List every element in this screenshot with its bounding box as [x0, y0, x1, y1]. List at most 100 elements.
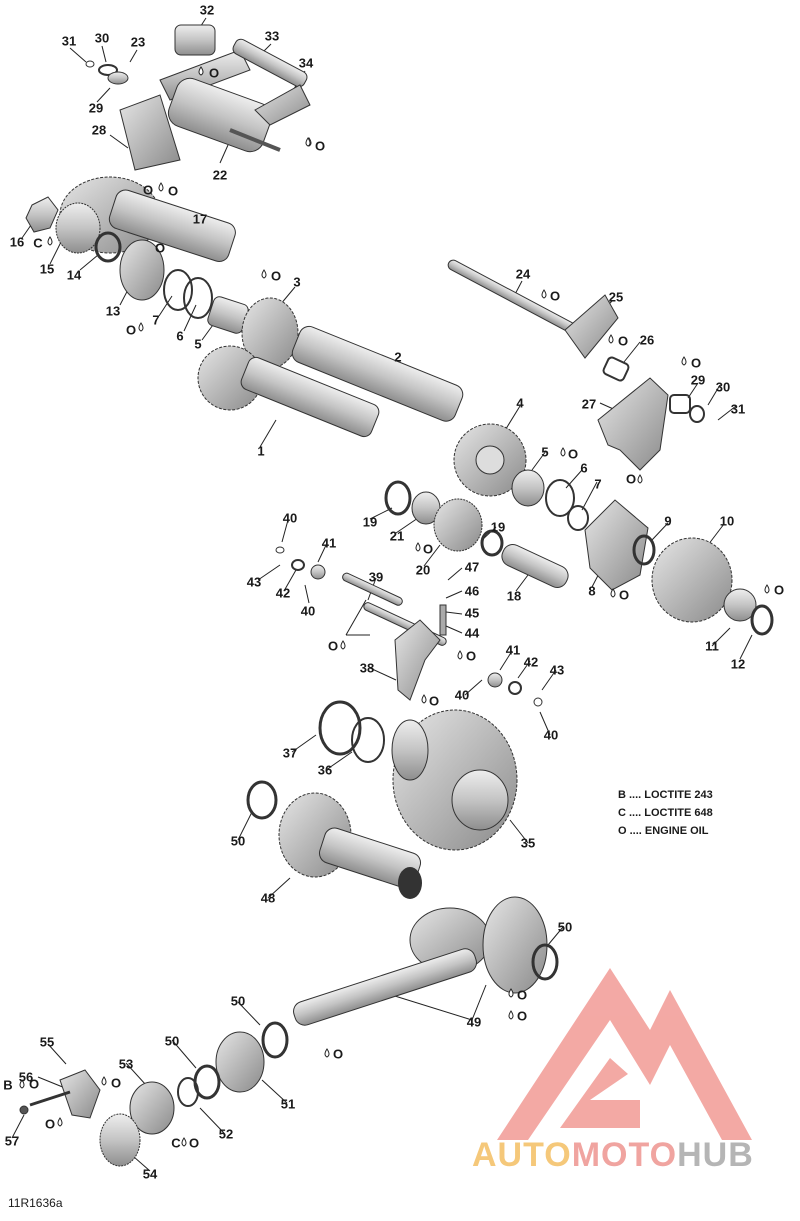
callout-1: 1: [257, 443, 265, 459]
callout-29b: 29: [690, 372, 706, 388]
callout-30: 30: [94, 30, 110, 46]
callout-10: 10: [719, 513, 735, 529]
callout-9: 9: [664, 513, 672, 529]
callout-50d: 50: [164, 1033, 180, 1049]
callout-21: 21: [389, 528, 405, 544]
callout-43: 43: [246, 574, 262, 590]
callout-57: 57: [4, 1133, 20, 1149]
callout-42b: 42: [523, 654, 539, 670]
oil-marker: O: [332, 1046, 344, 1062]
oil-marker: O: [110, 1075, 122, 1091]
callout-44: 44: [464, 625, 480, 641]
oil-marker: O: [690, 355, 702, 371]
callout-30b: 30: [715, 379, 731, 395]
watermark-moto: MOTO: [571, 1136, 678, 1174]
callout-36: 36: [317, 762, 333, 778]
callout-56: 56: [18, 1069, 34, 1085]
oil-marker: O: [567, 446, 579, 462]
callout-40b: 40: [300, 603, 316, 619]
callout-11: 11: [705, 638, 719, 654]
callout-47: 47: [464, 559, 480, 575]
callout-35: 35: [520, 835, 536, 851]
callout-25: 25: [608, 289, 624, 305]
oil-marker: O: [188, 1135, 200, 1151]
oil-marker: O: [314, 138, 326, 154]
callout-7: 7: [152, 312, 160, 328]
callout-18: 18: [506, 588, 522, 604]
callout-43b: 43: [549, 662, 565, 678]
callout-3: 3: [293, 274, 301, 290]
oil-marker: O: [142, 182, 154, 198]
callout-4: 4: [516, 395, 524, 411]
oil-marker: O: [516, 987, 528, 1003]
oil-marker: O: [625, 471, 637, 487]
callout-23: 23: [130, 34, 146, 50]
oil-marker: O: [549, 288, 561, 304]
callout-29: 29: [88, 100, 104, 116]
callout-5b: 5: [541, 444, 549, 460]
callout-40: 40: [282, 510, 298, 526]
callout-55: 55: [39, 1034, 55, 1050]
callout-19: 19: [362, 514, 378, 530]
callout-14: 14: [66, 267, 82, 283]
callout-48: 48: [260, 890, 276, 906]
callout-27: 27: [581, 396, 597, 412]
callout-15: 15: [39, 261, 55, 277]
callout-54: 54: [142, 1166, 158, 1182]
bearing-stack: [19, 1021, 289, 1167]
legend: B .... LOCTITE 243 C .... LOCTITE 648 O …: [618, 786, 713, 840]
oil-marker: O: [618, 587, 630, 603]
callout-7b: 7: [594, 476, 602, 492]
callout-19b: 19: [490, 519, 506, 535]
callout-24: 24: [515, 266, 531, 282]
watermark-auto: AUTO: [472, 1136, 572, 1174]
callout-31b: 31: [730, 401, 746, 417]
legend-item-b: B .... LOCTITE 243: [618, 789, 713, 801]
callout-52: 52: [218, 1126, 234, 1142]
oil-marker: O: [167, 183, 179, 199]
loctite-648-marker: C: [33, 235, 43, 251]
callout-17: 17: [192, 211, 208, 227]
oil-drop-icons: [19, 66, 770, 1147]
callout-20: 20: [415, 562, 431, 578]
callout-16: 16: [9, 234, 25, 250]
callout-50c: 50: [230, 993, 246, 1009]
oil-marker: O: [208, 65, 220, 81]
shaft-1-2: [197, 325, 464, 438]
callout-41: 41: [321, 535, 337, 551]
callout-41b: 41: [505, 642, 521, 658]
callout-31: 31: [61, 33, 77, 49]
loctite-243-marker: B: [3, 1077, 13, 1093]
legend-item-c: C .... LOCTITE 648: [618, 807, 713, 819]
oil-marker: O: [270, 268, 282, 284]
callout-49: 49: [466, 1014, 482, 1030]
axle-49: [293, 896, 559, 1026]
shift-drum-assembly: [85, 24, 311, 171]
gear-48: [246, 780, 422, 899]
oil-marker: O: [773, 582, 785, 598]
oil-marker: O: [428, 693, 440, 709]
oil-marker: O: [465, 648, 477, 664]
callout-2: 2: [394, 349, 402, 365]
callout-34: 34: [298, 55, 314, 71]
fork-38-39: [275, 546, 543, 707]
oil-marker: O: [28, 1076, 40, 1092]
legend-item-o: O .... ENGINE OIL: [618, 825, 709, 837]
oil-marker: O: [422, 541, 434, 557]
oil-marker: O: [125, 322, 137, 338]
watermark-hub: HUB: [677, 1136, 754, 1174]
callout-45: 45: [464, 605, 480, 621]
callout-32: 32: [199, 2, 215, 18]
oil-marker: O: [327, 638, 339, 654]
callout-12: 12: [730, 656, 746, 672]
oil-marker: O: [154, 240, 166, 256]
callout-13: 13: [105, 303, 121, 319]
callout-53: 53: [118, 1056, 134, 1072]
callout-39: 39: [368, 569, 384, 585]
callout-42: 42: [275, 585, 291, 601]
callout-8: 8: [588, 583, 596, 599]
gear-4-cluster: [384, 423, 774, 636]
callout-38: 38: [359, 660, 375, 676]
